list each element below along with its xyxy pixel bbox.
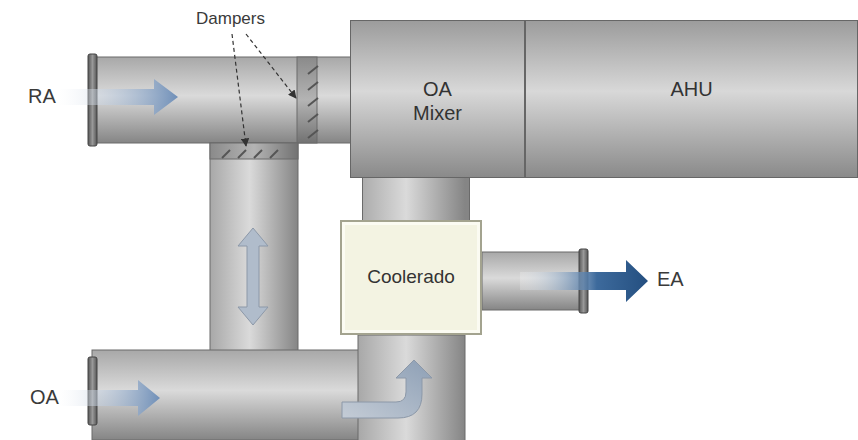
duct-outline bbox=[362, 178, 363, 220]
mixer-box: OA Mixer bbox=[350, 20, 525, 178]
node-title: OA Mixer bbox=[402, 77, 474, 125]
duct-connector bbox=[363, 178, 470, 220]
node-title: AHU bbox=[670, 77, 712, 101]
airflow-label: EA bbox=[657, 268, 684, 291]
callout-label: Dampers bbox=[196, 9, 265, 29]
node-title: Coolerado bbox=[367, 266, 455, 289]
ahu-box: AHU bbox=[525, 20, 858, 178]
duct-outline bbox=[469, 178, 470, 220]
coolerado-box: Coolerado bbox=[340, 220, 482, 335]
airflow-label: RA bbox=[28, 85, 56, 108]
airflow-label: OA bbox=[30, 386, 59, 409]
